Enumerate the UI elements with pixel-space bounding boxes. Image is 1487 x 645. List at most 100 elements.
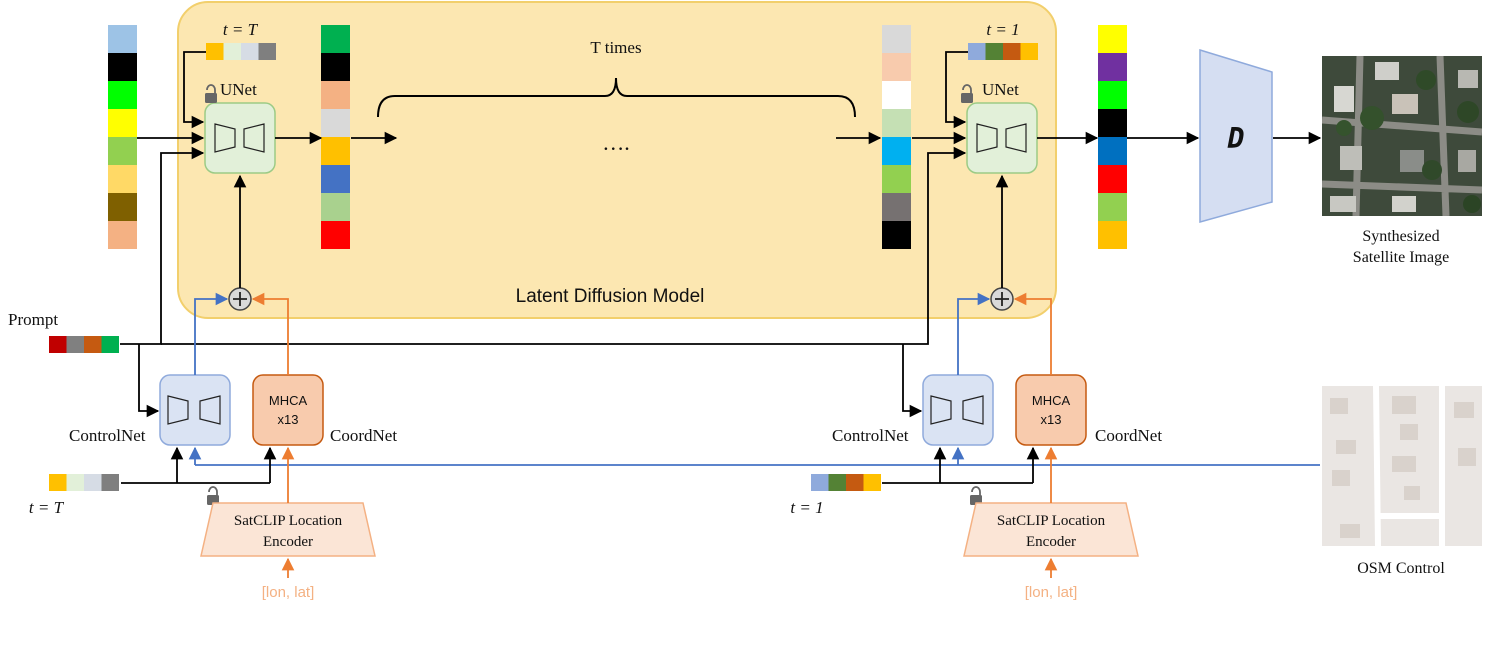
plus-icon — [228, 287, 252, 311]
token-top-1-cell — [1003, 43, 1021, 60]
latent-after-first-cell — [321, 81, 350, 109]
coordnet-left: MHCA x13 CoordNet — [252, 374, 397, 446]
arrow-controlnet-left-to-plus — [194, 292, 229, 375]
encoder-decoder-icon — [976, 123, 1027, 153]
plus-icon — [990, 287, 1014, 311]
latent-input-cell — [108, 221, 137, 249]
latent-input-cell — [108, 81, 137, 109]
token-bottom-T-cell — [66, 474, 84, 491]
encoder-right-line2: Encoder — [1026, 534, 1076, 550]
latent-final-cell — [1098, 221, 1127, 249]
latent-final-cell — [1098, 137, 1127, 165]
decoder-trapezoid — [1199, 48, 1273, 223]
token-top-T-cell — [206, 43, 224, 60]
timestep-token-top-1 — [968, 43, 1038, 60]
latent-after-first-cell — [321, 109, 350, 137]
latent-final-cell — [1098, 25, 1127, 53]
arrow-timestep-to-unet-right — [945, 51, 968, 129]
latent-input-cell — [108, 53, 137, 81]
encoder-decoder-icon — [214, 123, 265, 153]
osm-control-label: OSM Control — [1357, 560, 1445, 577]
encoder-decoder-icon — [930, 395, 984, 425]
unet-right: UNet — [966, 80, 1038, 174]
prompt-label: Prompt — [8, 310, 58, 329]
latent-before-last-cell — [882, 53, 911, 81]
token-bottom-T-cell — [101, 474, 119, 491]
controlnet-left-label: ControlNet — [69, 426, 146, 445]
t-label-top-right: t = 1 — [986, 20, 1019, 39]
encoder-left-line2: Encoder — [263, 534, 313, 550]
latent-before-last-cell — [882, 193, 911, 221]
latent-column-final — [1098, 25, 1127, 249]
t-label-bottom-left: t = T — [29, 498, 65, 517]
mhca-left-box — [252, 374, 324, 446]
latent-input-cell — [108, 25, 137, 53]
coordnet-right-label: CoordNet — [1095, 426, 1162, 445]
token-bottom-1-cell — [863, 474, 881, 491]
encoder-left-line1: SatCLIP Location — [234, 513, 343, 529]
coordnet-left-label: CoordNet — [330, 426, 397, 445]
arrow-controlnet-right-to-plus — [957, 292, 991, 375]
encoder-right-line1: SatCLIP Location — [997, 513, 1106, 529]
coordnet-right: MHCA x13 CoordNet — [1015, 374, 1162, 446]
arrow-prompt-to-unet-left — [120, 146, 205, 345]
latent-input-cell — [108, 165, 137, 193]
unet-left-label: UNet — [220, 80, 257, 99]
token-bottom-1-cell — [811, 474, 829, 491]
token-top-1-cell — [1020, 43, 1038, 60]
satclip-encoder-right: SatCLIP Location Encoder — [963, 502, 1139, 557]
timestep-token-top-T — [206, 43, 276, 60]
token-top-1-cell — [985, 43, 1003, 60]
controlnet-left: ControlNet — [69, 374, 231, 446]
satclip-encoder-left-shape — [200, 502, 376, 557]
latent-column-after-first-step — [321, 25, 350, 249]
prompt-token-cell — [66, 336, 84, 353]
latent-final-cell — [1098, 109, 1127, 137]
arrow-timestep-to-unet-left — [183, 51, 206, 129]
latent-after-first-cell — [321, 221, 350, 249]
t-times-brace — [377, 77, 856, 118]
latent-before-last-cell — [882, 25, 911, 53]
satclip-encoder-left: SatCLIP Location Encoder — [200, 502, 376, 557]
token-bottom-T-cell — [49, 474, 67, 491]
arrow-prompt-to-controlnet-left — [138, 344, 160, 418]
satclip-encoder-right-shape — [963, 502, 1139, 557]
lock-icon — [205, 84, 217, 103]
latent-before-last-cell — [882, 165, 911, 193]
token-bottom-1-cell — [846, 474, 864, 491]
ldm-title: Latent Diffusion Model — [516, 286, 705, 307]
latent-diffusion-model-box — [177, 1, 1057, 319]
latent-input-cell — [108, 193, 137, 221]
token-top-1-cell — [968, 43, 986, 60]
encoder-decoder-icon — [167, 395, 221, 425]
latent-before-last-cell — [882, 137, 911, 165]
lonlat-right: [lon, lat] — [1025, 584, 1078, 601]
latent-input-cell — [108, 109, 137, 137]
latent-before-last-cell — [882, 109, 911, 137]
latent-after-first-cell — [321, 165, 350, 193]
controlnet-right: ControlNet — [832, 374, 994, 446]
token-top-T-cell — [241, 43, 259, 60]
latent-after-first-cell — [321, 25, 350, 53]
timestep-token-bottom-T — [49, 474, 119, 491]
arrow-mhca-left-to-plus — [251, 292, 289, 375]
latent-final-cell — [1098, 81, 1127, 109]
timestep-token-bottom-1 — [811, 474, 881, 491]
lonlat-left: [lon, lat] — [262, 584, 315, 601]
mhca-right-line2: x13 — [1041, 412, 1062, 427]
latent-final-cell — [1098, 193, 1127, 221]
satellite-image — [1322, 56, 1482, 216]
t-label-bottom-right: t = 1 — [790, 498, 823, 517]
token-top-T-cell — [223, 43, 241, 60]
ellipsis: …. — [602, 130, 630, 155]
token-top-T-cell — [258, 43, 276, 60]
latent-before-last-cell — [882, 81, 911, 109]
t-label-top-left: t = T — [223, 20, 259, 39]
prompt-token — [49, 336, 119, 353]
latent-before-last-cell — [882, 221, 911, 249]
output-label-line1: Synthesized — [1362, 228, 1439, 245]
arrow-prompt-to-unet-right — [161, 146, 967, 345]
mhca-right-line1: MHCA — [1032, 393, 1071, 408]
mhca-left-line1: MHCA — [269, 393, 308, 408]
latent-input-cell — [108, 137, 137, 165]
